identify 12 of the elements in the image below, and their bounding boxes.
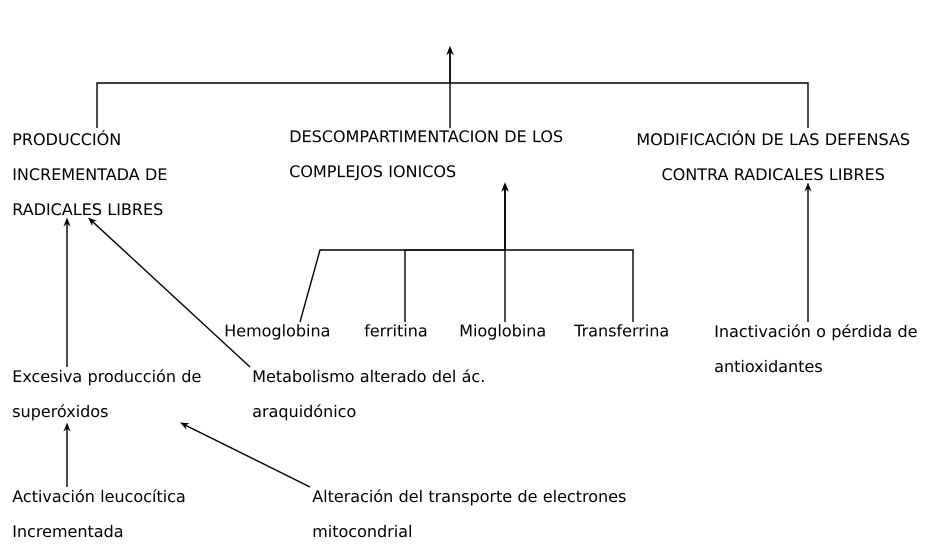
cause-text: PRODUCCIÓN INCREMENTADA DE RADICALES LIBRES <box>14 130 166 216</box>
cause-text: MODIFICACIÓN DE LAS DEFENSAS CONTRA RADICALES LIBRES <box>638 130 910 180</box>
cause-text: Inactivación o pérdida de antioxidantes <box>715 324 917 372</box>
cause-text: Excesiva producción de superóxidos <box>13 369 200 420</box>
cause-text: Activación leucocítica Incrementada <box>12 489 184 538</box>
cause-text: Mioglobina <box>460 324 545 340</box>
cause-text: ferritina <box>364 324 426 337</box>
cause-text: Hemoglobina <box>226 324 329 340</box>
cause-text: Metabolismo alterado del ác. araquidónico <box>253 369 484 420</box>
cause-text: Transferrina <box>574 324 668 337</box>
cause-text: Alteración del transporte de electrones mitocondrial <box>312 489 626 538</box>
cause-text: DESCOMPARTIMENTACION DE LOS COMPLEJOS IONICOS <box>290 130 562 180</box>
